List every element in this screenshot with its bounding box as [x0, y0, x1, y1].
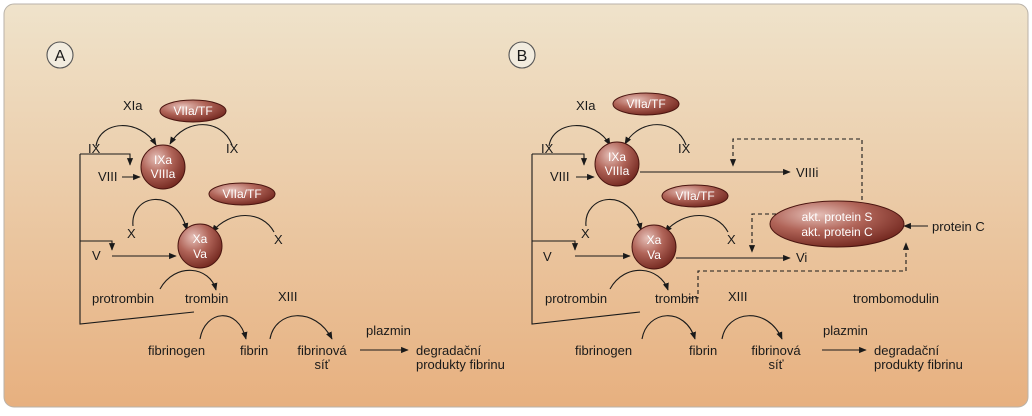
protrombin-label-a: protrombin — [92, 291, 154, 306]
ix-right-label-b: IX — [678, 141, 691, 156]
xa-va-node-b — [631, 224, 677, 270]
trombomodulin-label-b: trombomodulin — [853, 291, 939, 306]
xiii-label-b: XIII — [728, 289, 748, 304]
vi-label-b: Vi — [796, 250, 807, 265]
xiii-label-a: XIII — [278, 289, 298, 304]
ix-left-label-b: IX — [541, 141, 554, 156]
fibrinova-label-a: fibrinová — [297, 343, 347, 358]
ix-right-label-a: IX — [226, 141, 239, 156]
viia-tf-node-mid-b — [661, 184, 729, 208]
protein-c-label-b: protein C — [932, 219, 985, 234]
trombin-label-a: trombin — [185, 291, 228, 306]
ixa-label-b: IXa — [608, 150, 626, 164]
inhibition-lines — [688, 138, 910, 299]
plazmin-label-a: plazmin — [366, 323, 411, 338]
panel-a — [46, 41, 409, 354]
ixa-viiia-node-a — [140, 144, 186, 190]
fibrinogen-label-a: fibrinogen — [148, 343, 205, 358]
panel-a-badge — [46, 41, 74, 69]
viia-tf-top-label-b: VIIa/TF — [626, 97, 665, 111]
akt-protein-node-b — [769, 200, 905, 248]
fibrinova-label-b: fibrinová — [751, 343, 801, 358]
viia-tf-mid-label-b: VIIa/TF — [675, 189, 714, 203]
trombin-label-b: trombin — [655, 291, 698, 306]
panel-b — [508, 41, 928, 354]
sit-label-b: síť — [769, 357, 784, 372]
panel-a-badge-label: A — [55, 48, 66, 65]
xia-label-a: XIa — [123, 98, 143, 113]
x-left-label-b: X — [581, 226, 590, 241]
panel-b-badge — [508, 41, 536, 69]
produkty-label-b: produkty fibrinu — [874, 357, 963, 372]
v-label-a: V — [92, 248, 101, 263]
xa-va-node-a — [177, 223, 223, 269]
viia-tf-node-mid-a — [208, 182, 276, 206]
protrombin-label-b: protrombin — [545, 291, 607, 306]
sit-label-a: síť — [315, 357, 330, 372]
produkty-label-a: produkty fibrinu — [416, 357, 505, 372]
akt-protein-s-label-b: akt. protein S — [802, 210, 873, 224]
ix-left-label-a: IX — [88, 141, 101, 156]
panel-b-badge-label: B — [517, 48, 528, 65]
viia-tf-node-top-b — [612, 92, 680, 116]
x-left-label-a: X — [127, 226, 136, 241]
va-label-a: Va — [193, 247, 207, 261]
xia-label-b: XIa — [576, 98, 596, 113]
viia-tf-mid-label-a: VIIa/TF — [222, 187, 261, 201]
fibrin-label-b: fibrin — [689, 343, 717, 358]
fibrinogen-label-b: fibrinogen — [575, 343, 632, 358]
xa-label-b: Xa — [647, 233, 662, 247]
x-right-label-b: X — [727, 232, 736, 247]
viii-label-b: VIII — [550, 169, 570, 184]
plazmin-label-b: plazmin — [823, 323, 868, 338]
ixa-viiia-node-b — [594, 141, 640, 187]
viia-tf-node-top-a — [159, 99, 227, 123]
v-label-b: V — [543, 249, 552, 264]
fibrin-label-a: fibrin — [240, 343, 268, 358]
ixa-label-a: IXa — [154, 153, 172, 167]
viiia-label-a: VIIIa — [151, 167, 176, 181]
akt-protein-c-label-b: akt. protein C — [801, 225, 873, 239]
xa-label-a: Xa — [193, 232, 208, 246]
viia-tf-top-label-a: VIIa/TF — [173, 104, 212, 118]
va-label-b: Va — [647, 248, 661, 262]
viiia-label-b: VIIIa — [605, 164, 630, 178]
x-right-label-a: X — [274, 232, 283, 247]
viiii-label-b: VIIIi — [796, 165, 819, 180]
viii-label-a: VIII — [98, 169, 118, 184]
degradacni-label-b: degradační — [874, 343, 939, 358]
degradacni-label-a: degradační — [416, 343, 481, 358]
figure-background — [3, 3, 1029, 408]
